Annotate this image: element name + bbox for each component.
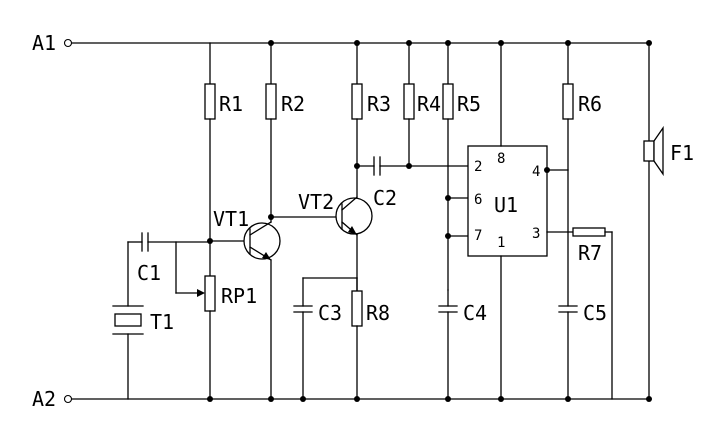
- terminal-a1: [63, 38, 73, 48]
- u1-pin-6-label: 6: [474, 192, 482, 208]
- label-c2: C2: [373, 186, 397, 210]
- resistor-r7: [572, 227, 613, 400]
- label-vt2: VT2: [298, 190, 334, 214]
- potentiometer-rp1: [175, 240, 216, 400]
- label-u1: U1: [494, 193, 518, 217]
- resistor-r6: [562, 42, 574, 307]
- resistor-r3: [351, 42, 363, 167]
- label-r2: R2: [281, 92, 305, 116]
- resistor-r4: [403, 42, 415, 167]
- label-c3: C3: [318, 301, 342, 325]
- u1-pin-3-label: 3: [532, 226, 540, 242]
- capacitor-c1: [127, 232, 211, 252]
- label-t1: T1: [150, 310, 174, 334]
- label-r7: R7: [578, 241, 602, 265]
- label-f1: F1: [670, 141, 694, 165]
- u1-pin-2-label: 2: [474, 159, 482, 175]
- label-r6: R6: [578, 92, 602, 116]
- junction-dots: [207, 40, 652, 402]
- label-r5: R5: [457, 92, 481, 116]
- label-r1: R1: [219, 92, 243, 116]
- capacitor-c2: [356, 156, 469, 176]
- crystal-t1: [112, 241, 144, 400]
- label-rp1: RP1: [221, 284, 257, 308]
- label-r8: R8: [366, 301, 390, 325]
- label-c4: C4: [463, 301, 487, 325]
- capacitor-c5: [558, 305, 578, 400]
- resistor-r2: [265, 42, 277, 218]
- u1-pin-4-label: 4: [532, 164, 540, 180]
- resistor-r1: [204, 42, 216, 242]
- terminal-a2: [63, 394, 73, 404]
- u1-pin-1-label: 1: [497, 235, 505, 251]
- label-vt1: VT1: [213, 207, 249, 231]
- u1-pin-8-label: 8: [497, 151, 505, 167]
- transistor-vt1: [209, 216, 281, 400]
- u1-pin-7-label: 7: [474, 228, 482, 244]
- capacitor-c4: [438, 289, 458, 400]
- label-r3: R3: [367, 92, 391, 116]
- label-c5: C5: [583, 301, 607, 325]
- terminal-a2-label: A2: [32, 387, 56, 411]
- label-c1: C1: [137, 261, 161, 285]
- speaker-f1: [643, 42, 664, 400]
- resistor-r8: [351, 277, 363, 400]
- ic-u1: [467, 42, 574, 400]
- transistor-vt2: [270, 165, 373, 292]
- capacitor-c3: [293, 277, 358, 400]
- label-r4: R4: [417, 92, 441, 116]
- terminal-a1-label: A1: [32, 31, 56, 55]
- resistor-r5: [442, 42, 454, 291]
